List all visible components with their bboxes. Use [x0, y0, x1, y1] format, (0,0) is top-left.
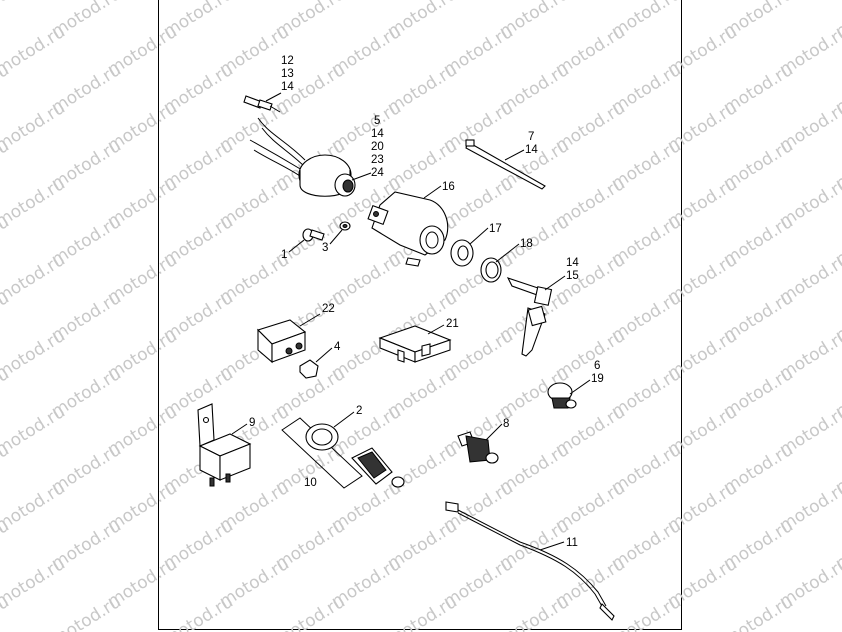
watermark-text: motod.ru [160, 592, 237, 632]
callout-9: 9 [231, 417, 255, 435]
callout-line: 11 [566, 537, 578, 549]
callout-line: 2 [356, 405, 362, 417]
watermark-text: motod.ru [0, 0, 13, 42]
watermark-text: motod.ru [496, 592, 573, 632]
callout-line: 20 [371, 141, 384, 153]
callout-4: 4 [315, 341, 341, 363]
callout-line: 5 [374, 115, 380, 127]
watermark-text: motod.ru [0, 326, 69, 384]
callout-line: 14 [281, 81, 294, 93]
seal-and-switch [281, 417, 405, 489]
callout-line: 12 [281, 55, 294, 67]
callout-line: 18 [520, 238, 533, 250]
cable-strap [465, 139, 546, 190]
watermark-text: motod.ru [832, 0, 842, 42]
lead-wire [445, 501, 615, 621]
washer [450, 239, 474, 267]
watermark-text: motod.ru [48, 592, 125, 632]
callout-line: 15 [566, 270, 579, 282]
callout-7-14: 7 14 [504, 131, 538, 161]
callout-layer: 12 13 14 5 14 20 23 24 7 14 16 17 18 [231, 55, 604, 551]
callout-5-group: 5 14 20 23 24 [351, 115, 384, 181]
callout-line: 10 [304, 477, 317, 489]
callout-line: 3 [322, 242, 328, 254]
callout-line: 7 [528, 131, 534, 143]
callout-line: 1 [281, 249, 287, 261]
circuit-breaker [378, 325, 452, 363]
pressure-switch [547, 382, 577, 409]
terminal-pin [243, 95, 281, 113]
watermark-text: motod.ru [0, 174, 69, 232]
callout-line: 4 [334, 341, 341, 353]
relay [197, 403, 252, 487]
watermark-text: motod.ru [832, 592, 842, 632]
callout-line: 16 [442, 181, 455, 193]
callout-1: 1 [281, 239, 305, 261]
callout-2: 2 [333, 405, 362, 428]
switch-housing [367, 191, 449, 267]
small-nut [299, 359, 319, 379]
watermark-text: motod.ru [0, 478, 69, 536]
callout-line: 14 [371, 128, 384, 140]
callout-10: 10 [304, 477, 317, 489]
callout-16: 16 [423, 181, 455, 199]
callout-line: 9 [249, 417, 255, 429]
callout-8: 8 [485, 418, 509, 441]
ignition-switch [249, 117, 356, 197]
callout-11: 11 [539, 537, 578, 551]
watermark-text: motod.ru [272, 592, 349, 632]
callout-6-19: 6 19 [569, 360, 604, 395]
callout-line: 21 [446, 318, 459, 330]
callout-line: 17 [489, 223, 502, 235]
callout-14-15: 14 15 [544, 257, 579, 291]
callout-17: 17 [469, 223, 502, 245]
callout-12-13-14: 12 13 14 [265, 55, 294, 102]
watermark-text: motod.ru [0, 554, 69, 612]
callout-line: 6 [594, 360, 600, 372]
callout-line: 22 [322, 303, 335, 315]
keys [506, 277, 553, 357]
watermark-text: motod.ru [608, 592, 685, 632]
watermark-text: motod.ru [0, 402, 69, 460]
callout-line: 8 [503, 418, 509, 430]
callout-line: 13 [281, 68, 294, 80]
callout-line: 14 [525, 144, 538, 156]
sender-unit [457, 431, 499, 464]
callout-line: 23 [371, 154, 384, 166]
callout-line: 19 [591, 373, 604, 385]
watermark-text: motod.ru [0, 250, 69, 308]
callout-3: 3 [322, 229, 343, 254]
nut-ring [480, 257, 502, 283]
watermark-text: motod.ru [0, 98, 69, 156]
callout-21: 21 [427, 318, 459, 335]
callout-line: 24 [371, 167, 384, 179]
diagram-frame [158, 0, 682, 630]
callout-line: 14 [566, 257, 579, 269]
callout-22: 22 [299, 303, 335, 327]
screw [302, 228, 325, 242]
relay-block [256, 319, 307, 364]
watermark-text: motod.ru [720, 592, 797, 632]
watermark-text: motod.ru [0, 22, 69, 80]
callout-18: 18 [495, 238, 533, 263]
small-washer [339, 221, 351, 231]
watermark-text: motod.ru [384, 592, 461, 632]
